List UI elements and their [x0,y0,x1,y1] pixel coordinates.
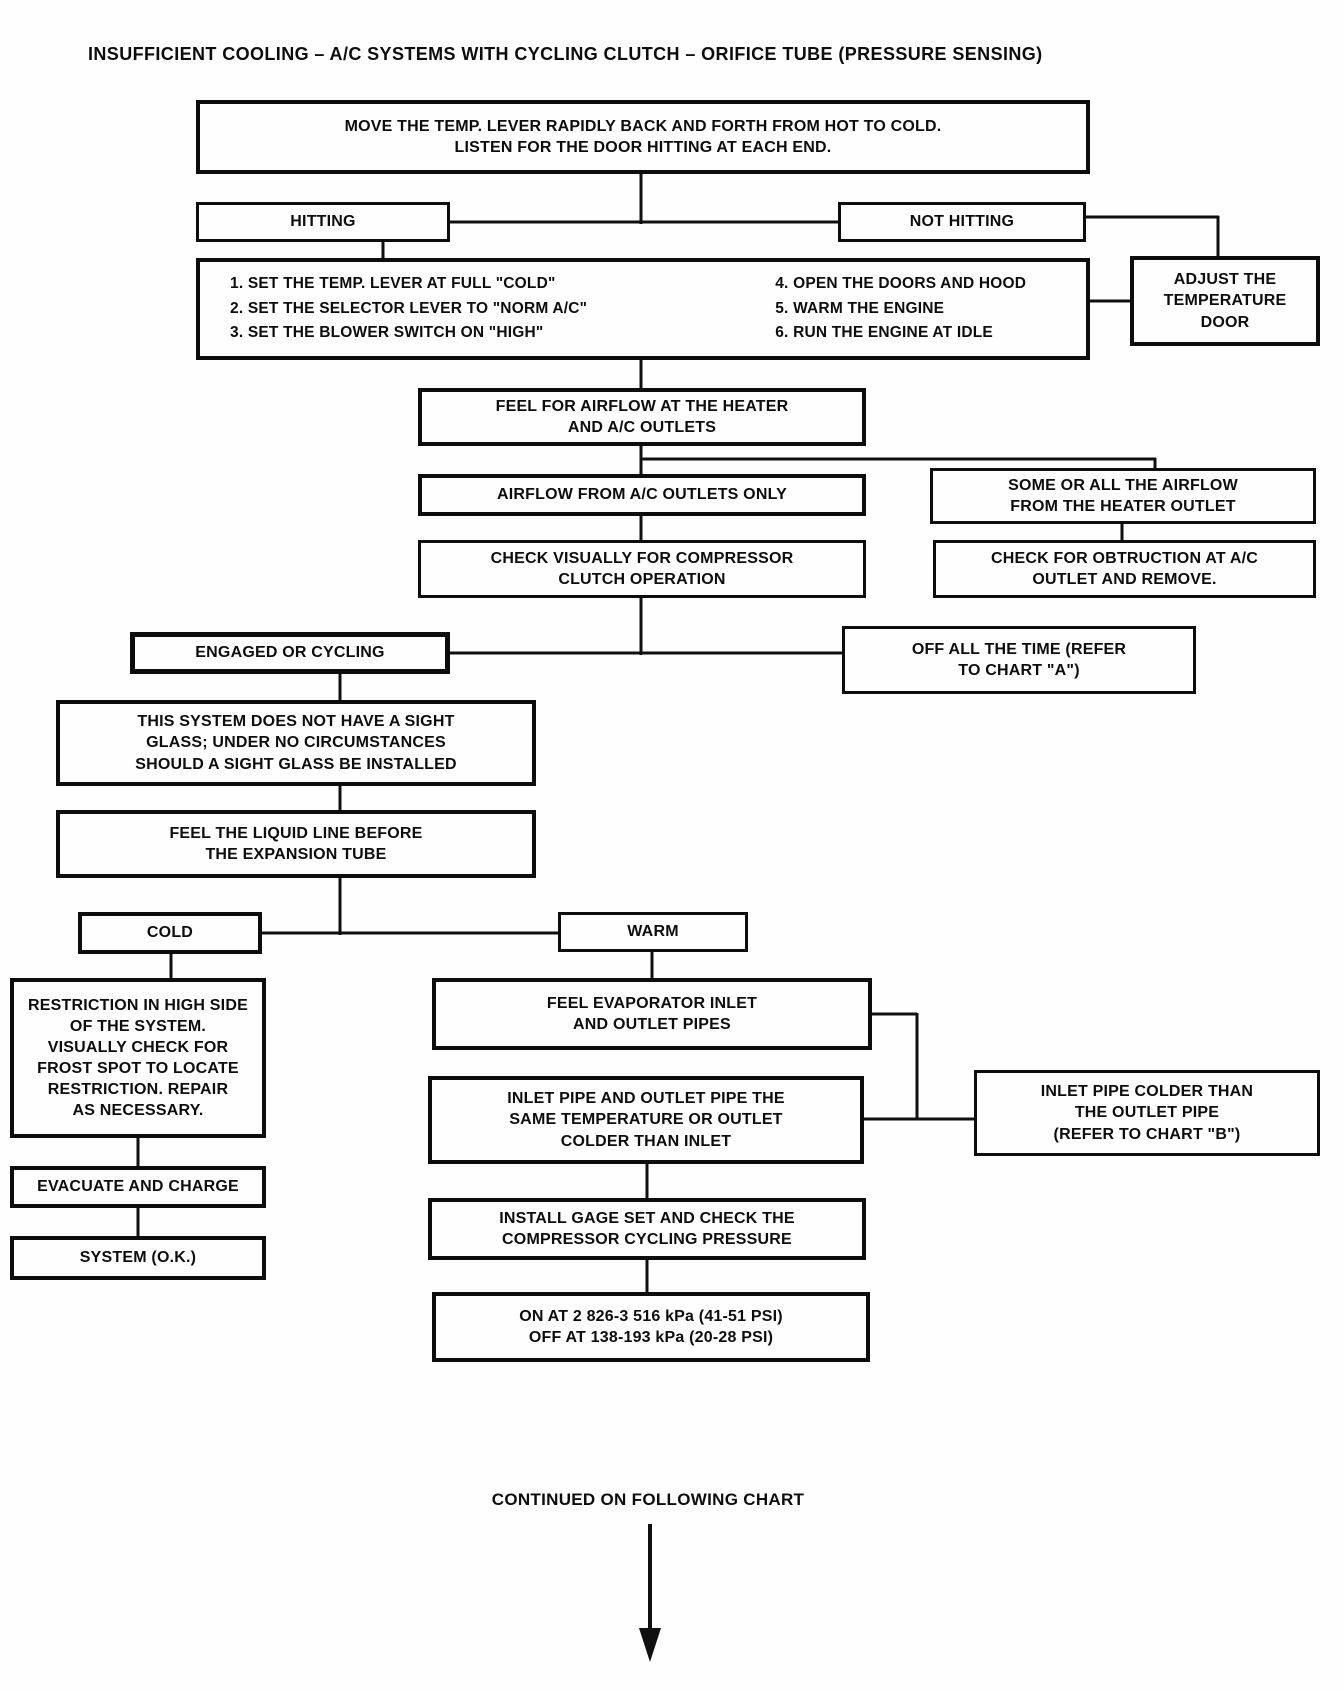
node-check-obstruction: CHECK FOR OBTRUCTION AT A/C OUTLET AND R… [933,540,1316,598]
down-arrow [639,1628,661,1662]
node-cycling-pressure-values: ON AT 2 826-3 516 kPa (41-51 PSI) OFF AT… [432,1292,870,1362]
step-item: 3. SET THE BLOWER SWITCH ON "HIGH" [230,324,544,342]
node-not-hitting: NOT HITTING [838,202,1086,242]
node-feel-evaporator-pipes: FEEL EVAPORATOR INLET AND OUTLET PIPES [432,978,872,1050]
node-warm: WARM [558,912,748,952]
flowchart-title: INSUFFICIENT COOLING – A/C SYSTEMS WITH … [88,44,1043,64]
setup-steps-left: 1. SET THE TEMP. LEVER AT FULL "COLD" 2.… [230,274,587,343]
node-inlet-colder-than-outlet: INLET PIPE COLDER THAN THE OUTLET PIPE (… [974,1070,1320,1156]
node-feel-for-airflow: FEEL FOR AIRFLOW AT THE HEATER AND A/C O… [418,388,866,446]
setup-steps-list: 1. SET THE TEMP. LEVER AT FULL "COLD" 2.… [200,274,1086,343]
node-system-ok: SYSTEM (O.K.) [10,1236,266,1280]
node-check-compressor-clutch: CHECK VISUALLY FOR COMPRESSOR CLUTCH OPE… [418,540,866,598]
node-some-airflow-heater: SOME OR ALL THE AIRFLOW FROM THE HEATER … [930,468,1316,524]
node-evacuate-and-charge: EVACUATE AND CHARGE [10,1166,266,1208]
continued-note: CONTINUED ON FOLLOWING CHART [491,1490,805,1509]
node-install-gage-set: INSTALL GAGE SET AND CHECK THE COMPRESSO… [428,1198,866,1260]
node-off-all-time: OFF ALL THE TIME (REFER TO CHART "A") [842,626,1196,694]
node-hitting: HITTING [196,202,450,242]
node-setup-steps: 1. SET THE TEMP. LEVER AT FULL "COLD" 2.… [196,258,1090,360]
node-move-temp-lever: MOVE THE TEMP. LEVER RAPIDLY BACK AND FO… [196,100,1090,174]
node-feel-liquid-line: FEEL THE LIQUID LINE BEFORE THE EXPANSIO… [56,810,536,878]
step-item: 6. RUN THE ENGINE AT IDLE [775,324,993,342]
node-no-sight-glass: THIS SYSTEM DOES NOT HAVE A SIGHT GLASS;… [56,700,536,786]
node-airflow-ac-only: AIRFLOW FROM A/C OUTLETS ONLY [418,474,866,516]
node-cold: COLD [78,912,262,954]
step-item: 4. OPEN THE DOORS AND HOOD [775,275,1027,293]
setup-steps-right: 4. OPEN THE DOORS AND HOOD 5. WARM THE E… [775,274,1026,343]
node-restriction-high-side: RESTRICTION IN HIGH SIDE OF THE SYSTEM. … [10,978,266,1138]
node-adjust-temperature-door: ADJUST THE TEMPERATURE DOOR [1130,256,1320,346]
step-item: 1. SET THE TEMP. LEVER AT FULL "COLD" [230,275,556,293]
step-item: 5. WARM THE ENGINE [775,299,945,317]
node-inlet-outlet-same-temp: INLET PIPE AND OUTLET PIPE THE SAME TEMP… [428,1076,864,1164]
step-item: 2. SET THE SELECTOR LEVER TO "NORM A/C" [230,299,588,317]
node-engaged-or-cycling: ENGAGED OR CYCLING [130,632,450,674]
